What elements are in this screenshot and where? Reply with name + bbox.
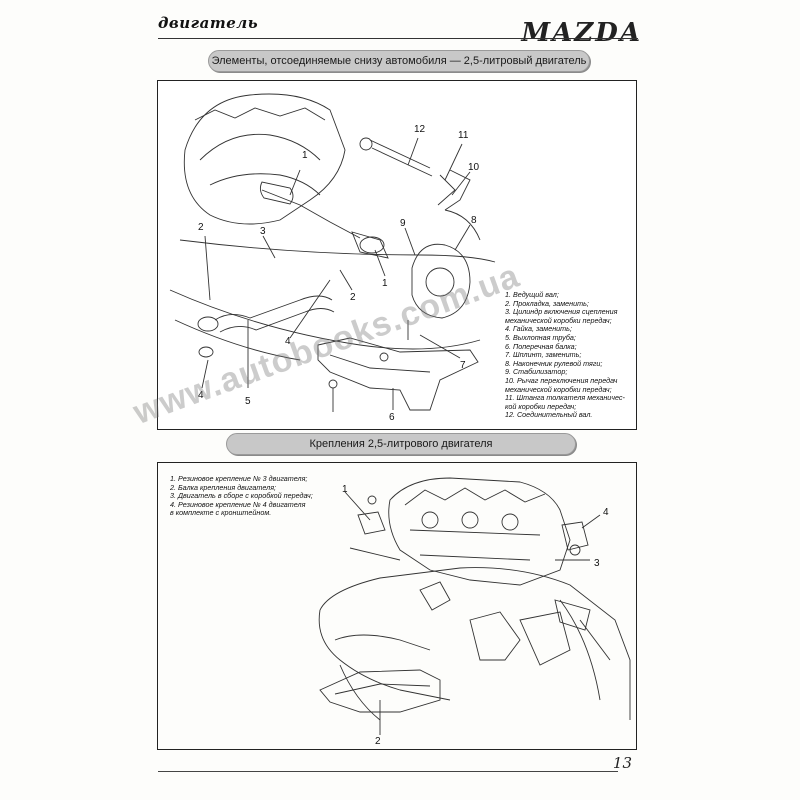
callout-8: 8 <box>471 215 477 226</box>
legend-line: 2. Прокладка, заменить; <box>505 298 589 308</box>
callout-1b: 1 <box>382 278 388 289</box>
legend-line: кой коробки передач; <box>505 401 577 411</box>
section-heading: двигатель <box>158 14 259 32</box>
legend-line: 5. Выхлопная труба; <box>505 332 576 342</box>
callout-s2-3: 3 <box>594 558 600 569</box>
page-number: 13 <box>612 754 632 772</box>
section1-legend: 1. Ведущий вал; 2. Прокладка, заменить; … <box>505 290 631 420</box>
legend-line: 11. Штанга толкателя механичес- <box>505 393 625 403</box>
header-rule <box>158 38 638 39</box>
callout-s2-4: 4 <box>603 507 609 518</box>
legend-line: в комплекте с кронштейном. <box>170 508 272 518</box>
callout-9: 9 <box>400 218 406 229</box>
callout-3: 3 <box>260 226 266 237</box>
callout-2: 2 <box>198 222 204 233</box>
callout-4: 4 <box>198 390 204 401</box>
legend-line: 6. Поперечная балка; <box>505 341 577 351</box>
legend-line: механической коробки передач; <box>505 315 612 325</box>
legend-line: 9. Стабилизатор; <box>505 367 568 377</box>
legend-line: 2. Балка крепления двигателя; <box>170 482 277 492</box>
legend-line: 1. Ведущий вал; <box>505 290 559 299</box>
callout-6: 6 <box>389 412 395 423</box>
legend-line: 8. Наконечник рулевой тяги; <box>505 358 603 368</box>
section2-frame <box>157 462 637 750</box>
legend-line: 3. Цилиндр включения сцепления <box>505 307 618 317</box>
section1-title: Элементы, отсоединяемые снизу автомобиля… <box>208 50 590 72</box>
legend-line: 3. Двигатель в сборе с коробкой передач; <box>170 491 313 501</box>
section2-legend: 1. Резиновое крепление № 3 двигателя; 2.… <box>170 474 330 518</box>
section2-title: Крепления 2,5-литрового двигателя <box>226 433 576 455</box>
callout-11: 11 <box>458 130 469 141</box>
legend-line: 12. Соединительный вал. <box>505 410 593 420</box>
legend-line: 7. Шплинт, заменить; <box>505 350 582 360</box>
callout-1: 1 <box>302 150 308 161</box>
callout-12: 12 <box>414 124 426 135</box>
legend-line: 4. Резиновое крепление № 4 двигателя <box>170 499 306 509</box>
callout-7: 7 <box>460 360 466 371</box>
brand-logo: MAZDA <box>521 18 642 48</box>
legend-line: 10. Рычаг переключения передач <box>505 375 618 385</box>
legend-line: 1. Резиновое крепление № 3 двигателя; <box>170 474 308 483</box>
legend-line: механической коробки передач; <box>505 384 612 394</box>
legend-line: 4. Гайка, заменить; <box>505 324 572 334</box>
callout-2b: 2 <box>350 292 356 303</box>
callout-4b: 4 <box>285 336 291 347</box>
callout-s2-1: 1 <box>342 484 348 495</box>
footer-rule <box>158 771 618 772</box>
callout-s2-2: 2 <box>375 736 381 747</box>
callout-5: 5 <box>245 396 251 407</box>
callout-10: 10 <box>468 162 480 173</box>
